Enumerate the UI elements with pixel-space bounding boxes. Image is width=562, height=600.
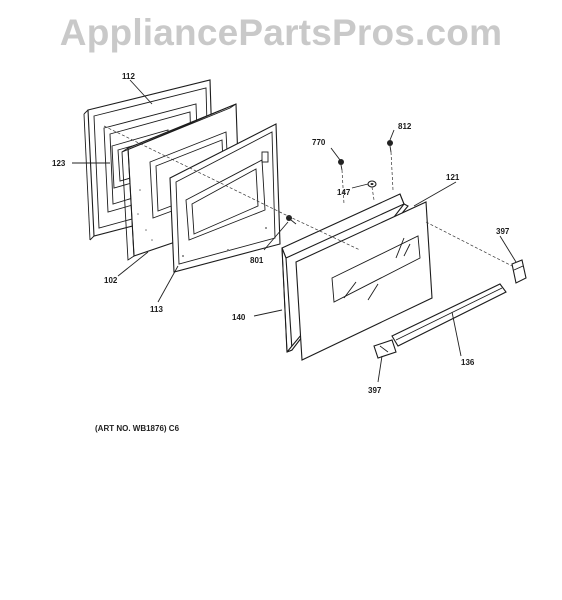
callout-113: 113 [150,305,163,314]
part-121-outer-glass [295,201,433,361]
callout-102: 102 [104,276,118,285]
part-801-screw [286,215,297,225]
callout-147: 147 [337,188,351,197]
watermark-logo: AppliancePartsPros.com [59,12,503,53]
part-812-screw [387,140,393,153]
callout-801: 801 [250,256,264,265]
callout-123: 123 [52,159,66,168]
art-number: (ART NO. WB1876) C6 [95,424,180,433]
part-136-door-handle [391,283,507,347]
callout-397-top: 397 [496,227,510,236]
callout-121: 121 [446,173,460,182]
callout-397-bottom: 397 [368,386,382,395]
part-147-washer [367,180,377,188]
callout-140: 140 [232,313,246,322]
callout-136: 136 [461,358,475,367]
part-397-end-cap-top [511,259,527,284]
callout-770: 770 [312,138,326,147]
callout-812: 812 [398,122,412,131]
part-770-screw [338,159,344,171]
part-397-end-cap-bottom [373,339,397,359]
assembly-lines [103,125,513,267]
leader-lines [72,79,517,383]
part-113-door-panel [169,123,281,273]
callout-112: 112 [122,72,135,81]
